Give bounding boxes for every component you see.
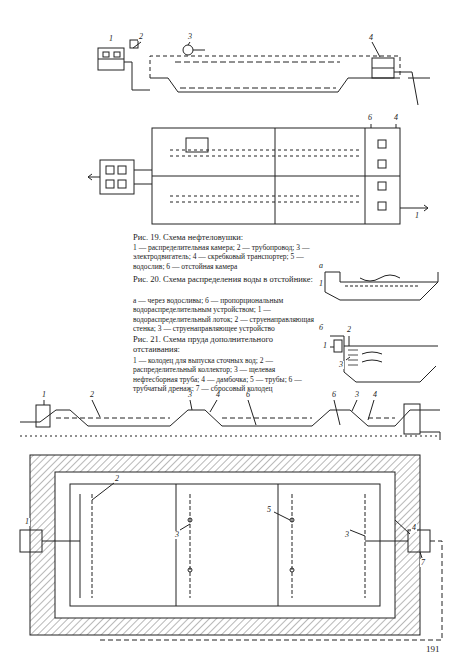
callout-number: 6 [331, 391, 337, 399]
callout-number: 3 [354, 391, 360, 399]
callout-number: 3 [187, 391, 193, 399]
callout-number: 1 [322, 342, 328, 350]
callout-number: 2 [89, 391, 95, 399]
caption-legend: 1 — колодец для выпуска сточных вод; 2 —… [133, 356, 318, 394]
page-number: 191 [426, 644, 440, 655]
callout-number: 3 [344, 531, 350, 539]
callout-number: 4 [215, 391, 221, 399]
callout-number: 4 [368, 34, 374, 42]
callout-number: 1 [318, 280, 324, 288]
callout-letter: б [318, 324, 324, 332]
caption-legend: а — через водосливы; б — пропорциональны… [133, 296, 318, 334]
callout-number: 3 [174, 531, 180, 539]
callout-number: 4 [393, 114, 399, 122]
caption-legend: 1 — распределительная камера; 2 — трубоп… [133, 243, 313, 271]
callout-number: 7 [420, 559, 426, 567]
callout-number: 3 [338, 361, 344, 369]
callout-number: 4 [411, 524, 417, 532]
callout-number: 6 [245, 391, 251, 399]
callout-number: 4 [372, 391, 378, 399]
figure-caption: Рис. 20. Схема распределения воды в отст… [133, 274, 318, 284]
callout-number: 6 [367, 114, 373, 122]
callout-number: 2 [138, 33, 144, 41]
callout-number: 5 [266, 506, 272, 514]
callout-number: 2 [346, 326, 352, 334]
callout-number: 1 [108, 35, 114, 43]
callout-number: 1 [414, 212, 420, 220]
callout-number: 2 [114, 475, 120, 483]
callout-letter: а [318, 262, 324, 270]
figure-caption: Рис. 21. Схема пруда дополнительного отс… [133, 334, 318, 354]
figure-caption: Рис. 19. Схема нефтеловушки: [133, 232, 433, 242]
callout-number: 3 [187, 33, 193, 41]
callout-number: 1 [24, 518, 30, 526]
callout-number: 1 [41, 391, 47, 399]
